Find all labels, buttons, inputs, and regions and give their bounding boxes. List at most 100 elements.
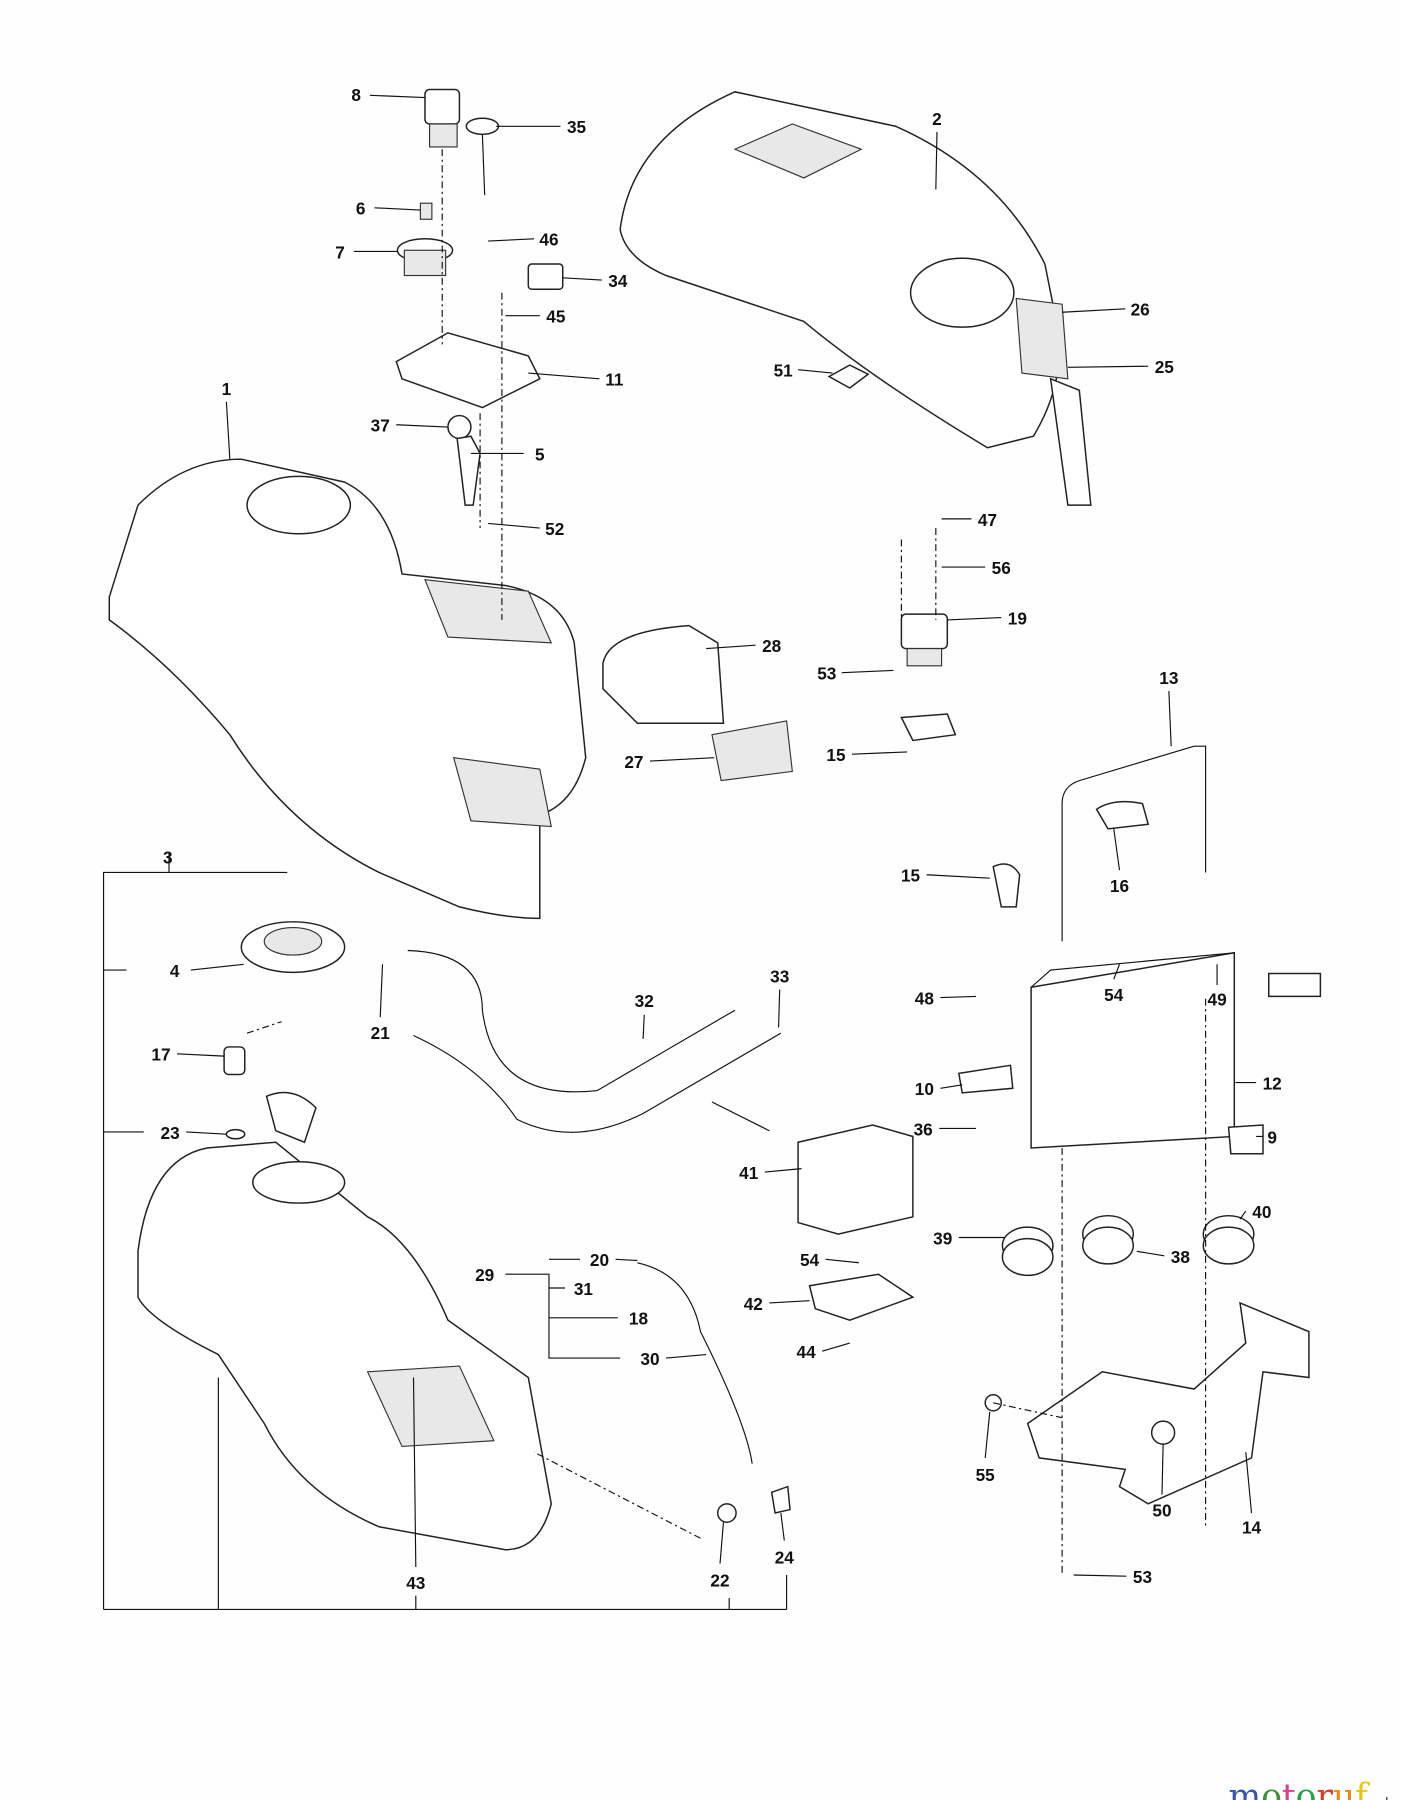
- svg-text:.de: .de: [1376, 1796, 1398, 1800]
- label-3[interactable]: 3: [163, 847, 173, 867]
- label-17[interactable]: 17: [151, 1045, 170, 1065]
- part-key-6: [419, 202, 433, 220]
- label-39[interactable]: 39: [933, 1228, 952, 1248]
- label-13[interactable]: 13: [1159, 668, 1178, 688]
- label-22[interactable]: 22: [710, 1570, 729, 1590]
- label-28[interactable]: 28: [762, 636, 782, 656]
- label-2[interactable]: 2: [932, 109, 942, 129]
- part-fuel-line-30: [637, 1262, 753, 1464]
- label-10[interactable]: 10: [915, 1079, 934, 1099]
- part-grommet-22: [716, 1503, 737, 1523]
- label-14[interactable]: 14: [1242, 1518, 1262, 1538]
- part-bolt-50: [1150, 1420, 1176, 1445]
- label-26[interactable]: 26: [1131, 300, 1150, 320]
- part-solenoid-9: [1227, 1124, 1264, 1155]
- label-16[interactable]: 16: [1110, 876, 1129, 896]
- part-2-console-cover: [619, 91, 1092, 506]
- label-36[interactable]: 36: [914, 1119, 933, 1139]
- label-54[interactable]: 54: [1104, 985, 1124, 1005]
- label-24[interactable]: 24: [775, 1548, 795, 1568]
- label-53b[interactable]: 53: [1133, 1567, 1152, 1587]
- group-brackets: [102, 851, 788, 1611]
- part-relay: [1267, 972, 1322, 998]
- label-15[interactable]: 15: [826, 745, 846, 765]
- part-1-hood: [108, 458, 587, 920]
- part-cover-27: [711, 720, 793, 782]
- label-44[interactable]: 44: [797, 1342, 817, 1362]
- part-connector-15: [900, 713, 957, 742]
- part-bezel-28: [602, 624, 725, 724]
- label-20[interactable]: 20: [590, 1250, 609, 1270]
- part-terminal-15: [992, 863, 1021, 908]
- label-33[interactable]: 33: [770, 967, 789, 987]
- label-48[interactable]: 48: [915, 988, 935, 1008]
- label-49[interactable]: 49: [1208, 990, 1227, 1010]
- label-50[interactable]: 50: [1152, 1500, 1171, 1520]
- label-34[interactable]: 34: [608, 271, 628, 291]
- part-switch-19: [900, 613, 949, 667]
- label-25[interactable]: 25: [1155, 357, 1175, 377]
- label-35[interactable]: 35: [567, 117, 587, 137]
- part-number-labels: 8 35 6 46 7 34 45 11 1 37 5 52 2 26 25 5…: [151, 85, 1281, 1593]
- part-lever-5: [456, 435, 481, 506]
- label-42[interactable]: 42: [744, 1294, 763, 1314]
- part-gasket: [265, 1091, 317, 1144]
- leader-lines: [177, 94, 1263, 1577]
- part-fuel-lines-32-33: [407, 949, 782, 1133]
- part-fitting-24: [770, 1485, 791, 1514]
- label-27[interactable]: 27: [624, 752, 643, 772]
- label-8[interactable]: 8: [351, 85, 361, 105]
- label-40[interactable]: 40: [1252, 1202, 1271, 1222]
- label-41[interactable]: 41: [739, 1163, 759, 1183]
- label-55[interactable]: 55: [976, 1465, 996, 1485]
- part-ignition-switch-8: [424, 88, 461, 148]
- watermark-logo: motoruf .de: [1229, 1777, 1398, 1800]
- label-56[interactable]: 56: [992, 558, 1011, 578]
- label-54b[interactable]: 54: [800, 1250, 820, 1270]
- label-47[interactable]: 47: [978, 510, 997, 530]
- label-46[interactable]: 46: [539, 230, 558, 250]
- label-4[interactable]: 4: [170, 961, 180, 981]
- part-washer-23: [225, 1128, 246, 1140]
- part-plate-11: [395, 332, 541, 409]
- label-52[interactable]: 52: [545, 519, 564, 539]
- label-45[interactable]: 45: [546, 307, 566, 327]
- label-11[interactable]: 11: [605, 370, 624, 390]
- part-fuel-tank: [137, 1141, 553, 1551]
- label-6[interactable]: 6: [356, 199, 366, 219]
- label-37[interactable]: 37: [371, 416, 390, 436]
- part-battery-rod-13: [1061, 745, 1207, 942]
- part-holder-10: [957, 1064, 1014, 1094]
- svg-text:motoruf: motoruf: [1229, 1777, 1371, 1800]
- label-7[interactable]: 7: [335, 242, 345, 262]
- part-ball-37: [447, 414, 472, 440]
- label-21[interactable]: 21: [371, 1023, 391, 1043]
- part-battery-12: [1030, 951, 1236, 1149]
- part-battery-tray-14: [1026, 1301, 1310, 1505]
- label-51[interactable]: 51: [774, 361, 794, 381]
- label-53[interactable]: 53: [817, 664, 836, 684]
- label-32[interactable]: 32: [635, 991, 654, 1011]
- label-29[interactable]: 29: [475, 1265, 494, 1285]
- label-30[interactable]: 30: [640, 1349, 659, 1369]
- label-43[interactable]: 43: [406, 1573, 425, 1593]
- label-5[interactable]: 5: [535, 444, 545, 464]
- part-cable-39: [1001, 1226, 1054, 1277]
- label-15b[interactable]: 15: [901, 866, 921, 886]
- label-1[interactable]: 1: [222, 379, 232, 399]
- part-switch-7: [396, 238, 454, 277]
- label-38[interactable]: 38: [1171, 1247, 1191, 1267]
- part-switch-34: [527, 263, 564, 291]
- label-31[interactable]: 31: [574, 1279, 594, 1299]
- label-19[interactable]: 19: [1008, 608, 1027, 628]
- part-bracket-51: [827, 364, 870, 389]
- part-bracket-42: [808, 1273, 915, 1321]
- label-18[interactable]: 18: [629, 1309, 649, 1329]
- label-23[interactable]: 23: [161, 1123, 180, 1143]
- part-canister-41: [797, 1124, 914, 1235]
- part-valve-17: [223, 1046, 246, 1076]
- label-12[interactable]: 12: [1263, 1073, 1282, 1093]
- label-9[interactable]: 9: [1267, 1127, 1277, 1147]
